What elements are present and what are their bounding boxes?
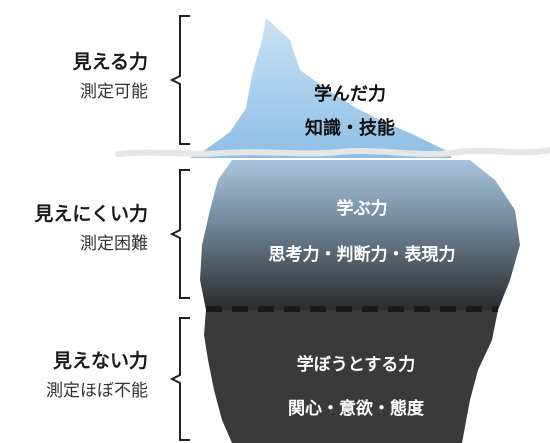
label-visible-sub: 測定可能 bbox=[80, 82, 148, 102]
middle-text: 学ぶ力 思考力・判断力・表現力 bbox=[269, 186, 456, 278]
label-visible-title: 見える力 bbox=[72, 51, 148, 73]
tip-line2: 知識・技能 bbox=[305, 118, 395, 139]
middle-line1: 学ぶ力 bbox=[336, 199, 388, 219]
label-hard-to-see-title: 見えにくい力 bbox=[34, 203, 148, 225]
label-visible: 見える力 測定可能 bbox=[73, 50, 148, 104]
label-invisible-title: 見えない力 bbox=[52, 350, 148, 372]
iceberg-bottom-shape bbox=[204, 310, 498, 443]
label-invisible-sub: 測定ほぼ不能 bbox=[46, 381, 148, 401]
label-hard-to-see-sub: 測定困難 bbox=[80, 234, 148, 254]
bracket-invisible bbox=[169, 317, 190, 441]
iceberg-middle-shape bbox=[200, 160, 520, 310]
tip-line1: 学んだ力 bbox=[314, 84, 386, 105]
label-invisible: 見えない力 測定ほぼ不能 bbox=[46, 349, 148, 403]
bracket-hard-to-see bbox=[169, 169, 190, 299]
bottom-text: 学ぼうとする力 関心・意欲・態度 bbox=[288, 343, 424, 431]
bottom-line1: 学ぼうとする力 bbox=[296, 355, 416, 375]
bracket-visible bbox=[169, 15, 190, 145]
tip-text: 学んだ力 知識・技能 bbox=[305, 78, 395, 146]
iceberg-tip-shape bbox=[190, 18, 452, 158]
label-hard-to-see: 見えにくい力 測定困難 bbox=[34, 202, 148, 256]
water-line bbox=[115, 147, 550, 157]
bottom-line2: 関心・意欲・態度 bbox=[288, 399, 424, 419]
middle-line2: 思考力・判断力・表現力 bbox=[268, 245, 456, 265]
